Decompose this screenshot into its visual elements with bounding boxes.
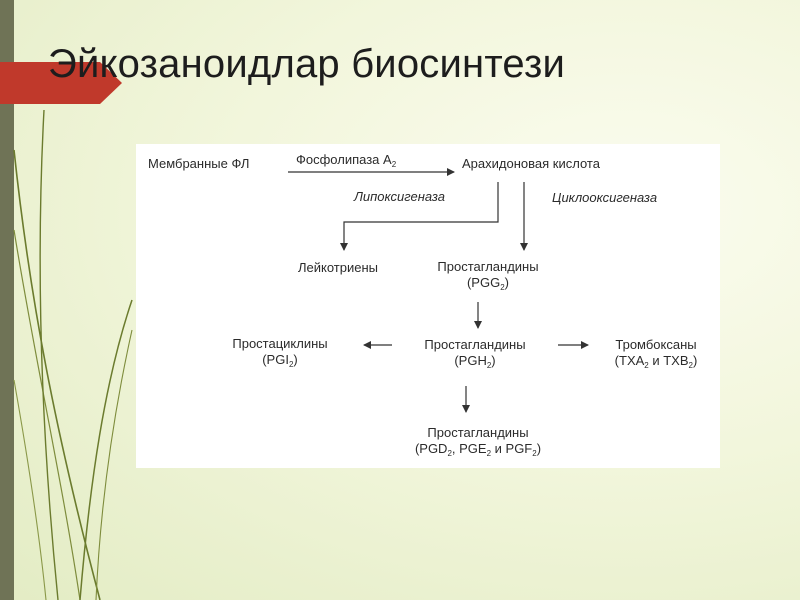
label-phospholipase: Фосфолипаза А2 (296, 152, 397, 169)
node-prostaglandins-pgg: Простагландины (PGG2) (437, 259, 538, 296)
formula-pgh: (PGH2) (454, 353, 496, 370)
left-sidebar-bar (0, 0, 14, 600)
formula-txa-txb: (TXA2 и TXB2) (614, 353, 698, 370)
biosynthesis-diagram: Мембранные ФЛ Фосфолипаза А2 Арахидонова… (136, 144, 720, 468)
label-arachidonic-acid: Арахидоновая кислота (462, 156, 600, 171)
title-marker-arrow (0, 62, 122, 104)
formula-pgd-pge-pgf: (PGD2, PGE2 и PGF2) (414, 441, 542, 458)
diagram-arrows (288, 168, 589, 413)
label-lipoxygenase: Липоксигеназа (354, 189, 445, 204)
node-thromboxanes: Тромбоксаны (TXA2 и TXB2) (615, 337, 698, 374)
node-prostaglandins-pgh: Простагландины (PGH2) (424, 337, 525, 374)
slide-title: Эйкозаноидлар биосинтези (48, 42, 566, 86)
label-membrane-phospholipids: Мембранные ФЛ (148, 156, 250, 171)
label-leukotrienes: Лейкотриены (298, 260, 378, 275)
formula-pgg: (PGG2) (466, 275, 510, 292)
label-cyclooxygenase: Циклооксигеназа (552, 190, 658, 205)
node-prostaglandins-pgd-pge-pgf: Простагландины (PGD2, PGE2 и PGF2) (415, 425, 541, 462)
arrow-to-leukotrienes (340, 182, 499, 251)
node-prostacyclins: Простациклины (PGI2) (232, 336, 327, 373)
formula-pgi: (PGI2) (262, 352, 298, 369)
